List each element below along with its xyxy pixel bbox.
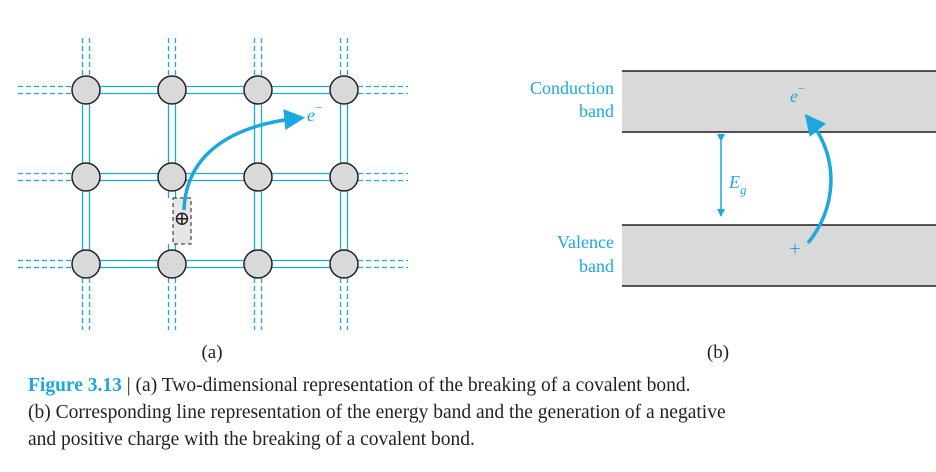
atom [157, 162, 187, 192]
conduction-label-line1: Conduction [530, 78, 614, 98]
hole-label-b: + [789, 238, 800, 260]
panel-b-label: (b) [707, 342, 729, 363]
atom [243, 75, 273, 105]
conduction-label-line2: band [579, 101, 614, 121]
band-gap-label: Eg [728, 172, 747, 197]
caption-line-3: and positive charge with the breaking of… [28, 429, 475, 450]
electron-label-b: e− [790, 81, 805, 106]
atom [243, 162, 273, 192]
valence-label-line1: Valence [557, 232, 614, 252]
caption-text-1: (a) Two-dimensional representation of th… [135, 375, 691, 396]
crystal-lattice-diagram: ⊕ e− (a) [18, 38, 408, 363]
atoms [71, 75, 359, 279]
valence-label-line2: band [579, 256, 614, 276]
atom [243, 249, 273, 279]
electron-path-arrow [182, 109, 306, 211]
hole-symbol: ⊕ [174, 208, 191, 230]
atom [71, 75, 101, 105]
atom [71, 162, 101, 192]
atom [329, 249, 359, 279]
panel-a-label: (a) [201, 342, 222, 363]
conduction-band [622, 71, 936, 132]
electron-label-a: e− [307, 100, 322, 125]
figure-caption: Figure 3.13 | (a) Two-dimensional repres… [28, 372, 928, 453]
broken-bond-box [172, 197, 192, 245]
figure-illustration: ⊕ e− (a) Conduction band Valence band Eg… [18, 38, 936, 363]
atom [157, 249, 187, 279]
valence-band [622, 225, 936, 286]
atom [329, 75, 359, 105]
caption-line-2: (b) Corresponding line representation of… [28, 402, 726, 423]
energy-band-diagram: Conduction band Valence band Eg e− + (b) [530, 70, 936, 363]
atom [329, 162, 359, 192]
caption-line-1: Figure 3.13 | (a) Two-dimensional repres… [28, 372, 928, 399]
excitation-arrow [804, 113, 833, 245]
caption-separator: | [126, 375, 131, 396]
figure-number: Figure 3.13 [28, 375, 122, 396]
atom [71, 249, 101, 279]
atom [157, 75, 187, 105]
covalent-bonds [18, 38, 408, 330]
